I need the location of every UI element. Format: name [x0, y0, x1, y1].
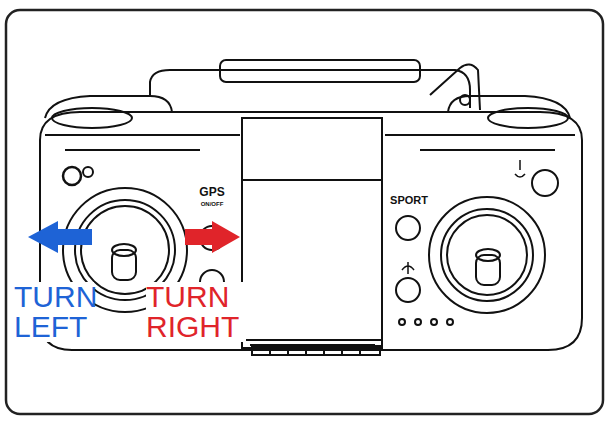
- turn-right-arrow: [185, 221, 240, 253]
- button-sublabel: ON/OFF: [193, 201, 231, 208]
- button-label: GPS: [197, 186, 227, 199]
- button-label: SPORT: [385, 194, 433, 207]
- direction-label: TURN RIGHT: [146, 282, 246, 342]
- controller-outline: [40, 60, 582, 355]
- turn-left-arrow: [28, 221, 92, 253]
- direction-label: TURN LEFT: [14, 282, 94, 342]
- frame: [6, 10, 603, 414]
